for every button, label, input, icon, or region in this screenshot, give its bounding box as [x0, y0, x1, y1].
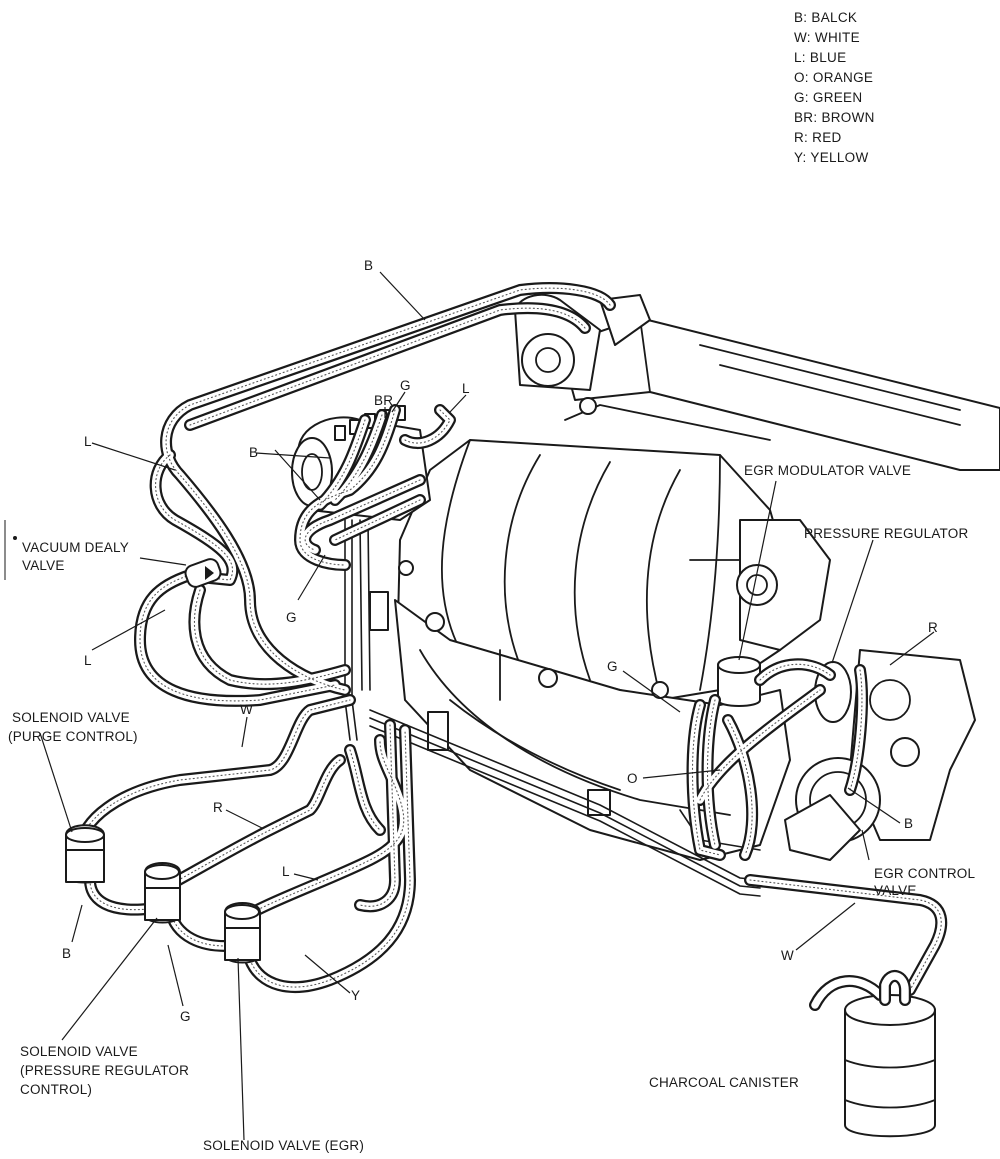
hose-label: B [62, 946, 71, 961]
hose-label: R [928, 620, 938, 635]
vacuum-hose [319, 419, 366, 506]
vacuum-hose [699, 689, 821, 801]
vacuum-hose [155, 454, 233, 581]
solenoid-valve-pressure-regulator-control [144, 862, 181, 924]
hose-color-labels: B BR G L B L G L W R L B G Y G O B R W [62, 258, 938, 1024]
solenoid-valve-purge-control [65, 824, 105, 884]
engine-intake-manifold [291, 293, 1000, 861]
vacuum-hose [246, 726, 414, 991]
hose-label: B [904, 816, 913, 831]
vacuum-hose [299, 409, 396, 566]
vacuum-hose [79, 699, 351, 851]
hose-label: O [627, 771, 638, 786]
label-egr-modulator-valve: EGR MODULATOR VALVE [744, 463, 911, 478]
vacuum-hose [239, 739, 405, 921]
label-solenoid-pressure: (PRESSURE REGULATOR [20, 1063, 189, 1078]
hose-label: G [286, 610, 297, 625]
component-labels: VACUUM DEALY VALVE SOLENOID VALVE (PURGE… [4, 463, 976, 1153]
legend-entry: R: RED [794, 130, 842, 145]
label-solenoid-egr: SOLENOID VALVE (EGR) [203, 1138, 364, 1153]
legend-entry: W: WHITE [794, 30, 860, 45]
hose-label: B [249, 445, 258, 460]
legend-entry: Y: YELLOW [794, 150, 869, 165]
label-solenoid-purge: (PURGE CONTROL) [8, 729, 138, 744]
hose-label: L [84, 434, 92, 449]
solenoid-valves [65, 558, 261, 964]
rubber-hoses [74, 282, 948, 996]
hose-label: Y [351, 988, 360, 1003]
vacuum-hose [334, 499, 421, 541]
label-solenoid-pressure: SOLENOID VALVE [20, 1044, 138, 1059]
label-egr-control-valve: EGR CONTROL [874, 866, 976, 881]
label-pressure-regulator: PRESSURE REGULATOR [804, 526, 968, 541]
arrow-icon [205, 566, 214, 580]
hose-label: G [607, 659, 618, 674]
vacuum-hose [759, 663, 831, 681]
charcoal-canister [809, 970, 936, 1138]
hose-label: W [240, 702, 253, 717]
legend-entry: L: BLUE [794, 50, 846, 65]
hose-label: G [400, 378, 411, 393]
vacuum-hose [849, 669, 863, 791]
legend-entry: G: GREEN [794, 90, 862, 105]
hose-label: R [213, 800, 223, 815]
label-charcoal-canister: CHARCOAL CANISTER [649, 1075, 799, 1090]
label-solenoid-pressure: CONTROL) [20, 1082, 92, 1097]
vacuum-hose [349, 749, 381, 831]
bullet-mark [13, 536, 17, 540]
vacuum-hose [703, 696, 719, 849]
vacuum-hose [189, 307, 586, 426]
vacuum-hose [193, 589, 346, 685]
vacuum-hose [139, 574, 336, 702]
hose-label: G [180, 1009, 191, 1024]
hose-label: W [781, 948, 794, 963]
vacuum-hose [359, 724, 396, 907]
solenoid-valve-egr [224, 902, 261, 964]
vacuum-hose [334, 414, 383, 501]
vacuum-hose [165, 287, 611, 691]
label-vacuum-delay-valve: VACUUM DEALY [22, 540, 129, 555]
legend-entry: B: BALCK [794, 10, 857, 25]
vacuum-hose [727, 719, 753, 856]
hose-label: L [84, 653, 92, 668]
label-vacuum-delay-valve: VALVE [22, 558, 65, 573]
vacuum-hose [301, 476, 424, 554]
label-egr-control-valve: VALVE [874, 883, 917, 898]
hose-layer-hose-dots [79, 287, 942, 991]
vacuum-hose [691, 704, 721, 856]
vacuum-hose [89, 879, 171, 911]
color-legend: B: BALCK W: WHITE L: BLUE O: ORANGE G: G… [794, 10, 875, 165]
vacuum-hose [749, 879, 942, 991]
hose-label: BR [374, 393, 393, 408]
legend-entry: BR: BROWN [794, 110, 875, 125]
label-solenoid-purge: SOLENOID VALVE [12, 710, 130, 725]
leader-lines [39, 271, 935, 1141]
hose-label: L [462, 381, 470, 396]
legend-entry: O: ORANGE [794, 70, 873, 85]
hose-label: B [364, 258, 373, 273]
vacuum-hose [159, 759, 341, 891]
vacuum-hose [404, 409, 451, 444]
vacuum-delay-valve [184, 558, 222, 588]
hose-label: L [282, 864, 290, 879]
